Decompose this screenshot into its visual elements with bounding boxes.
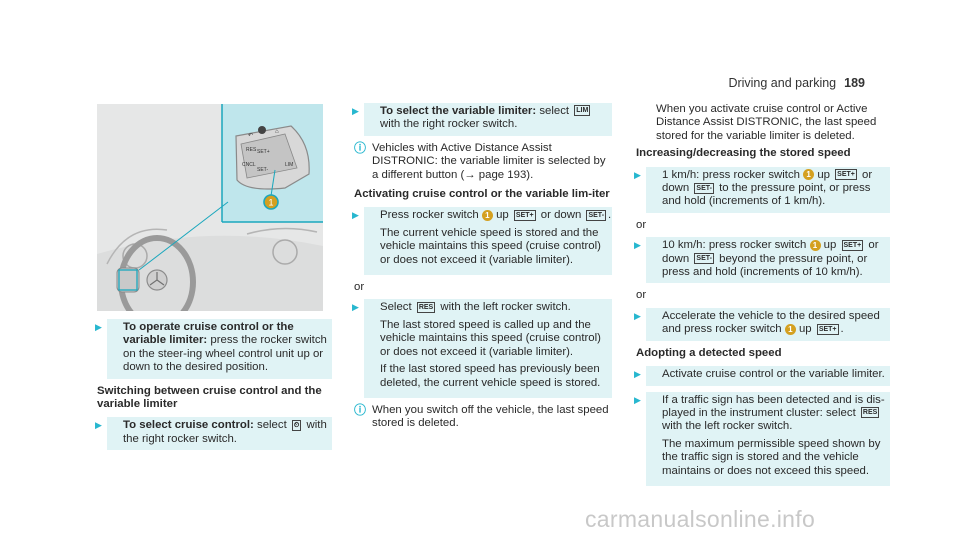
callout-1-icon: 1 <box>784 323 796 335</box>
step-traffic-sign: If a traffic sign has been detected and … <box>634 391 890 486</box>
section-title: Driving and parking <box>728 76 837 90</box>
set-plus-icon: SET+ <box>816 323 839 335</box>
set-minus-icon: SET- <box>694 253 714 265</box>
info-icon: ⓘ <box>354 140 367 155</box>
or-label: or <box>636 218 647 231</box>
watermark: carmanualsonline.info <box>585 506 816 532</box>
heading-activating: Activating cruise control or the variabl… <box>354 188 610 201</box>
intro-text: When you activate cruise control or Acti… <box>656 103 877 142</box>
step-1kmh: 1 km/h: press rocker switch 1 up SET+ or… <box>634 166 890 213</box>
steering-wheel-figure: ↶ ⌂ SET+ CNCL SET- LIM RES 1 <box>97 104 323 311</box>
page-header: Driving and parking 189 <box>728 76 865 90</box>
set-minus-icon: SET- <box>694 182 714 194</box>
callout-1-icon: 1 <box>803 169 815 181</box>
svg-text:1: 1 <box>269 198 274 208</box>
svg-text:⌂: ⌂ <box>275 129 279 135</box>
step-activate: Activate cruise control or the variable … <box>634 366 890 386</box>
svg-text:SET-: SET- <box>257 167 268 173</box>
svg-text:LIM: LIM <box>285 162 293 168</box>
res-key-icon: RES <box>416 301 436 313</box>
step-accelerate: Accelerate the vehicle to the desired sp… <box>634 307 890 341</box>
heading-switching: Switching between cruise control and the… <box>97 384 322 411</box>
page-number: 189 <box>844 76 865 90</box>
res-key-icon: RES <box>860 407 880 419</box>
or-label: or <box>636 289 647 302</box>
set-plus-icon: SET+ <box>513 209 536 221</box>
set-plus-icon: SET+ <box>835 169 857 181</box>
speedometer-icon: ⏲ <box>291 419 302 431</box>
or-label: or <box>354 281 365 294</box>
set-plus-icon: SET+ <box>841 239 864 251</box>
step-select-limiter: To select the variable limiter: select L… <box>352 103 612 136</box>
step-select-res: Select RES with the left rocker switch. … <box>352 299 612 398</box>
heading-adopting: Adopting a detected speed <box>636 346 782 359</box>
column-3: When you activate cruise control or Acti… <box>634 103 890 492</box>
column-2: To select the variable limiter: select L… <box>352 103 612 437</box>
step-operate: To operate cruise control or the variabl… <box>95 319 332 379</box>
info-icon: ⓘ <box>354 402 367 417</box>
step-10kmh: 10 km/h: press rocker switch 1 up SET+ o… <box>634 237 890 284</box>
callout-1-icon: 1 <box>809 239 821 251</box>
step-press-rocker: Press rocker switch 1 up SET+ or down SE… <box>352 207 612 276</box>
column-1: To operate cruise control or the variabl… <box>95 319 332 456</box>
svg-text:CNCL: CNCL <box>242 162 256 168</box>
svg-text:↶: ↶ <box>248 132 253 139</box>
heading-increasing: Increasing/decreasing the stored speed <box>636 147 851 160</box>
step-select-cruise: To select cruise control: select ⏲ with … <box>95 417 332 451</box>
svg-text:SET+: SET+ <box>257 149 270 155</box>
callout-1-icon: 1 <box>481 209 493 221</box>
svg-text:RES: RES <box>246 147 257 153</box>
lim-key-icon: LIM <box>574 105 591 117</box>
set-minus-icon: SET- <box>586 209 607 221</box>
steering-wheel-illustration: ↶ ⌂ SET+ CNCL SET- LIM RES 1 <box>97 104 323 311</box>
